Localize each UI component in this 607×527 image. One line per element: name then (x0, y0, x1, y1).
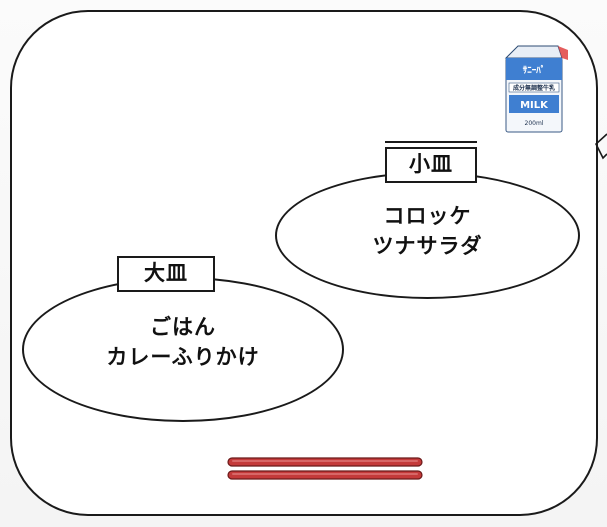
milk-carton-top-text: ｻﾆｰﾊﾟ (523, 64, 546, 76)
large-plate: ごはん カレーふりかけ (22, 277, 344, 422)
milk-carton-icon: ｻﾆｰﾊﾟ 成分無調整牛乳 MILK 200ml (504, 45, 568, 133)
large-plate-label: 大皿 (117, 256, 215, 292)
milk-carton-middle-text: 成分無調整牛乳 (513, 84, 555, 92)
partial-object-outline (595, 133, 607, 160)
small-plate-item-1: コロッケ (383, 204, 472, 228)
small-plate-item-2: ツナサラダ (372, 234, 483, 258)
milk-carton-volume-text: 200ml (525, 120, 544, 127)
large-plate-menu: ごはん カレーふりかけ (24, 312, 342, 372)
chopsticks-icon (227, 457, 423, 480)
small-plate-label: 小皿 (385, 141, 477, 183)
small-plate: コロッケ ツナサラダ (275, 172, 580, 299)
large-plate-item-1: ごはん (150, 315, 216, 339)
large-plate-item-2: カレーふりかけ (106, 345, 260, 369)
small-plate-menu: コロッケ ツナサラダ (277, 201, 578, 261)
milk-carton-logo-text: MILK (520, 100, 549, 111)
